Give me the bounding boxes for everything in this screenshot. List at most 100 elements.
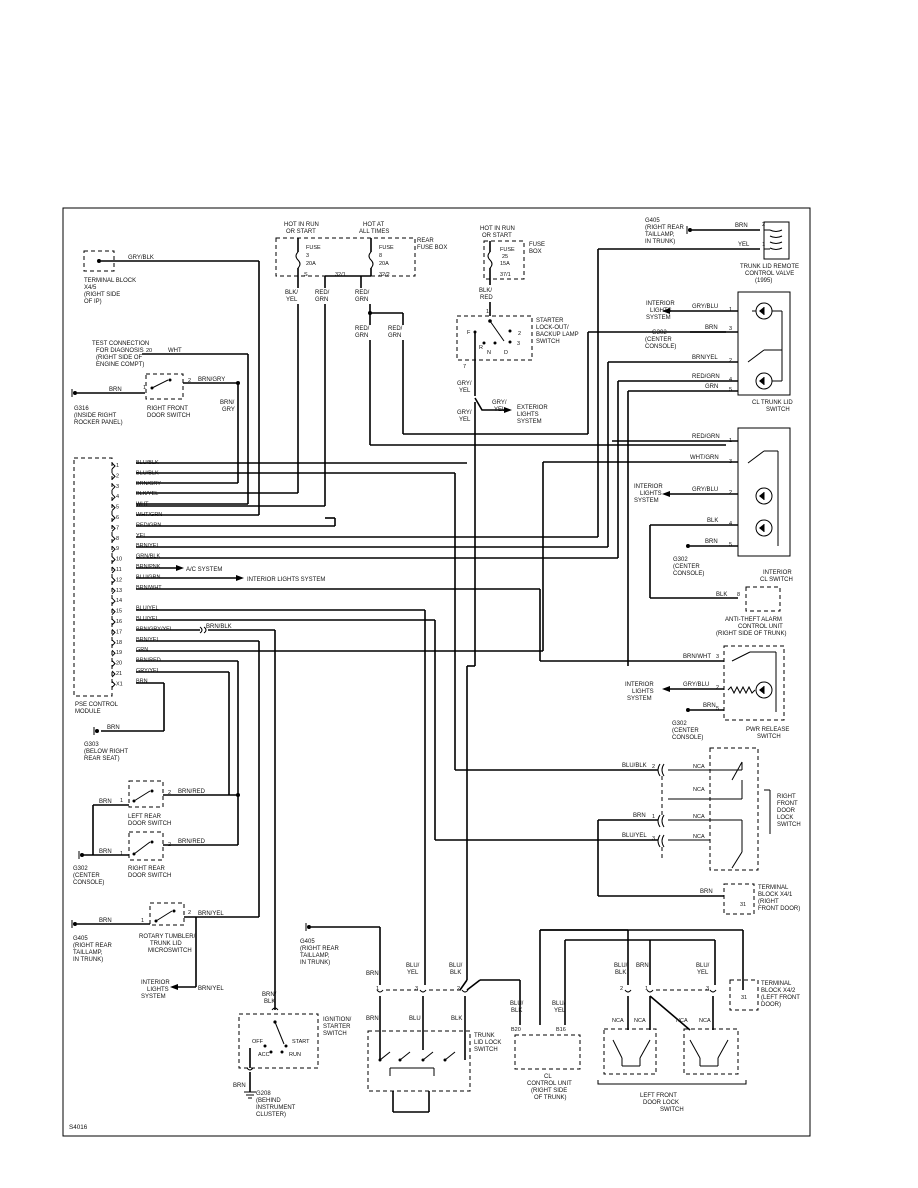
svg-text:1: 1	[652, 814, 655, 820]
svg-text:HOT IN RUN: HOT IN RUN	[480, 226, 515, 232]
svg-text:LID LOCK: LID LOCK	[474, 1040, 501, 1046]
svg-text:CL SWITCH: CL SWITCH	[760, 577, 793, 583]
svg-text:BLU/BLK: BLU/BLK	[622, 763, 647, 769]
svg-text:LEFT FRONT: LEFT FRONT	[640, 1093, 677, 1099]
svg-text:GRY/BLK: GRY/BLK	[128, 255, 154, 261]
svg-text:S: S	[304, 272, 308, 278]
svg-text:4: 4	[729, 377, 732, 383]
svg-text:BRN/RED: BRN/RED	[178, 789, 206, 795]
svg-text:15A: 15A	[500, 261, 510, 267]
terminal-block-x4-1: 31 TERMINAL BLOCK X4/1 (RIGHT FRONT DOOR…	[723, 883, 800, 915]
svg-text:BLU/: BLU/	[449, 963, 463, 969]
svg-text:FUSE: FUSE	[529, 242, 545, 248]
svg-text:(RIGHT SIDE OF TRUNK): (RIGHT SIDE OF TRUNK)	[716, 631, 786, 637]
svg-text:GRN: GRN	[705, 384, 718, 390]
svg-text:(1995): (1995)	[755, 278, 772, 284]
svg-text:20A: 20A	[306, 261, 316, 267]
svg-text:SWITCH: SWITCH	[323, 1031, 347, 1037]
svg-text:PSE CONTROL: PSE CONTROL	[75, 702, 119, 708]
svg-text:BLU/: BLU/	[614, 963, 628, 969]
pse-pin-20: 20	[116, 661, 122, 667]
svg-text:IN TRUNK): IN TRUNK)	[73, 957, 103, 963]
svg-text:1: 1	[729, 307, 732, 313]
svg-text:DOOR LOCK: DOOR LOCK	[643, 1100, 679, 1106]
pse-wire-label: BLU/YEL	[136, 606, 159, 612]
svg-text:SYSTEM: SYSTEM	[517, 419, 542, 425]
svg-text:NCA: NCA	[612, 1018, 624, 1024]
svg-text:5: 5	[729, 387, 732, 393]
svg-text:MICROSWITCH: MICROSWITCH	[148, 948, 192, 954]
svg-text:CLUSTER): CLUSTER)	[256, 1112, 286, 1118]
pse-pin-13: 13	[116, 588, 122, 594]
svg-text:TAILLAMP,: TAILLAMP,	[73, 950, 103, 956]
pse-pin-mark	[111, 577, 116, 584]
svg-text:TERMINAL: TERMINAL	[758, 885, 789, 891]
svg-text:A/C SYSTEM: A/C SYSTEM	[186, 567, 222, 573]
svg-text:NCA: NCA	[699, 1018, 711, 1024]
left-front-door-lock-switch: BLU/ BLK BRN BLU/ YEL 2 1 3 NCA NCA NCA …	[540, 929, 747, 1113]
svg-text:G302: G302	[652, 330, 667, 336]
svg-text:(RIGHT REAR: (RIGHT REAR	[645, 225, 685, 231]
svg-text:BRN/GRY: BRN/GRY	[198, 377, 225, 383]
svg-text:RED/: RED/	[355, 326, 370, 332]
svg-text:FUSE: FUSE	[379, 245, 394, 251]
terminal-block-x4-5: TERMINAL BLOCK X4/5 (RIGHT SIDE OF IP)	[83, 250, 136, 305]
svg-text:GRY/BLU: GRY/BLU	[692, 487, 718, 493]
svg-text:NCA: NCA	[693, 814, 705, 820]
svg-text:YEL: YEL	[494, 407, 506, 413]
svg-text:RED/GRN: RED/GRN	[692, 434, 720, 440]
anti-theft-control-unit: 8 BLK ANTI-THEFT ALARM CONTROL UNIT (RIG…	[716, 586, 786, 637]
svg-text:CONSOLE): CONSOLE)	[672, 735, 703, 741]
svg-text:(RIGHT SIDE OF: (RIGHT SIDE OF	[96, 355, 143, 361]
svg-text:FUSE BOX: FUSE BOX	[417, 245, 447, 251]
svg-text:(BEHIND: (BEHIND	[256, 1098, 281, 1104]
pse-pin-mark	[111, 556, 116, 563]
svg-text:OR START: OR START	[482, 233, 512, 239]
svg-text:RED/: RED/	[355, 290, 370, 296]
svg-text:INSTRUMENT: INSTRUMENT	[256, 1105, 296, 1111]
svg-text:ANTI-THEFT ALARM: ANTI-THEFT ALARM	[725, 617, 782, 623]
starter-lockout-switch: 1 2 3 7 F R N D STARTER LOCK-OUT/ BACKUP…	[456, 309, 579, 370]
svg-text:1: 1	[120, 798, 123, 804]
svg-text:CONSOLE): CONSOLE)	[673, 571, 704, 577]
svg-text:YEL: YEL	[286, 297, 298, 303]
svg-text:1: 1	[376, 986, 379, 992]
trunk-lid-lock-switch: 1 3 2 BRN BLU BLK TRUNK LID LOCK SWITCH	[366, 986, 501, 1113]
svg-text:GRY/: GRY/	[457, 410, 472, 416]
pse-pin-18: 18	[116, 640, 122, 646]
pse-pin-mark	[111, 473, 116, 480]
svg-text:3: 3	[306, 253, 309, 259]
svg-text:(LEFT FRONT: (LEFT FRONT	[761, 995, 800, 1001]
svg-text:G208: G208	[256, 1091, 271, 1097]
pse-wire-label: BRN/YEL	[136, 637, 160, 643]
svg-text:OR START: OR START	[286, 229, 316, 235]
svg-text:RUN: RUN	[289, 1052, 301, 1058]
pse-pin-12: 12	[116, 577, 122, 583]
svg-text:STARTER: STARTER	[323, 1024, 351, 1030]
svg-text:BLOCK X4/1: BLOCK X4/1	[758, 892, 793, 898]
svg-text:WHT: WHT	[168, 348, 182, 354]
svg-text:2: 2	[188, 378, 191, 384]
svg-text:NCA: NCA	[676, 1018, 688, 1024]
svg-text:DOOR SWITCH: DOOR SWITCH	[128, 821, 171, 827]
pse-pin-mark	[111, 608, 116, 615]
svg-text:WHT/GRN: WHT/GRN	[690, 455, 719, 461]
terminal-block-x4-2: 31 TERMINAL BLOCK X4/2 (LEFT FRONT DOOR)	[729, 979, 800, 1011]
svg-text:FRONT: FRONT	[777, 801, 798, 807]
svg-text:CONTROL VALVE: CONTROL VALVE	[745, 271, 794, 277]
pse-pin-7: 7	[116, 525, 119, 531]
svg-text:(CENTER: (CENTER	[673, 564, 700, 570]
svg-text:BRN/: BRN/	[262, 992, 277, 998]
pse-wire-label: BLU/YEL	[136, 616, 159, 622]
svg-text:NCA: NCA	[693, 834, 705, 840]
svg-text:BLK/: BLK/	[479, 288, 492, 294]
pse-pin-mark	[111, 566, 116, 574]
svg-text:ACC: ACC	[258, 1052, 270, 1058]
svg-text:(BELOW RIGHT: (BELOW RIGHT	[84, 749, 128, 755]
pse-pin-19: 19	[116, 650, 122, 656]
svg-text:NCA: NCA	[693, 764, 705, 770]
svg-text:BLK: BLK	[615, 970, 626, 976]
svg-text:BRN: BRN	[705, 325, 718, 331]
